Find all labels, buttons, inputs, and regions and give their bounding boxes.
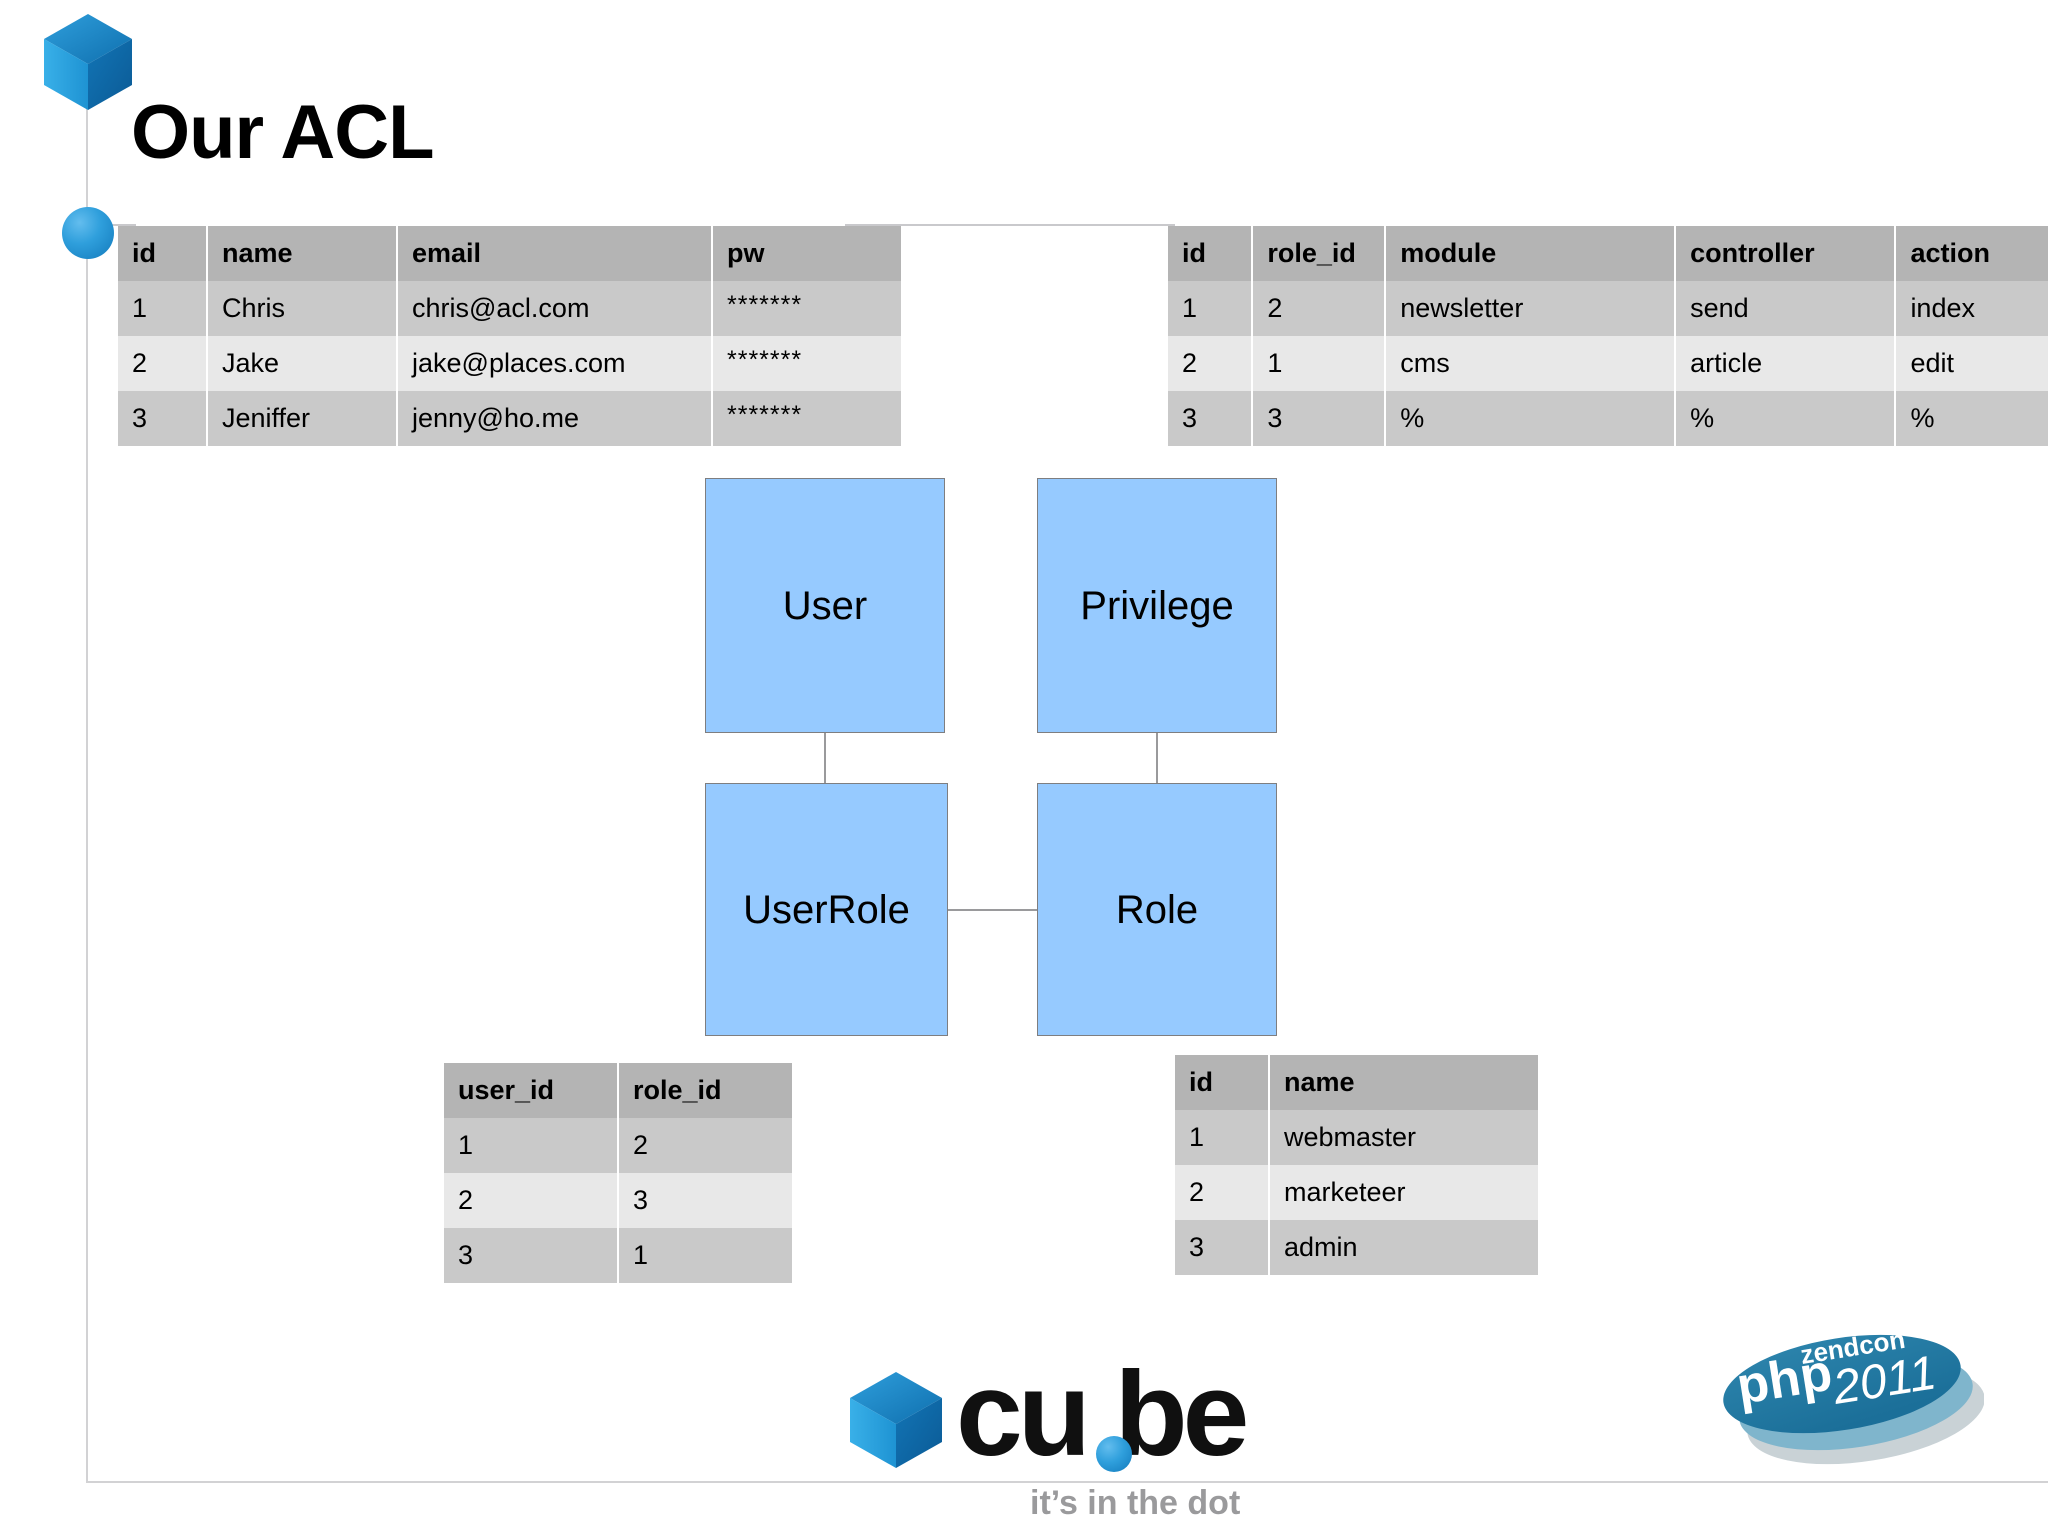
cell-id: 2 (118, 336, 208, 391)
table-row: 2 marketeer (1175, 1165, 1538, 1220)
cell-user-id: 3 (444, 1228, 619, 1283)
userrole-table: user_id role_id 1 2 2 3 3 1 (444, 1063, 792, 1283)
frame-vertical-line (86, 225, 88, 1483)
cell-controller: % (1675, 391, 1897, 446)
role-table: id name 1 webmaster 2 marketeer 3 admin (1175, 1055, 1538, 1275)
cube-3d-icon (848, 1370, 944, 1470)
cell-id: 1 (118, 281, 208, 336)
connector-privilege-role (1156, 733, 1158, 783)
table-row: 2 1 cms article edit (1168, 336, 2048, 391)
table-row: 1 2 newsletter send index (1168, 281, 2048, 336)
cell-id: 2 (1175, 1165, 1270, 1220)
column-header-id: id (1168, 226, 1254, 281)
cell-name: Chris (207, 281, 398, 336)
sphere-icon (62, 207, 114, 259)
column-header-name: name (207, 226, 398, 281)
cell-name: webmaster (1269, 1110, 1538, 1165)
cell-id: 1 (1168, 281, 1254, 336)
table-row: 2 Jake jake@places.com ******* (118, 336, 901, 391)
column-header-pw: pw (712, 226, 901, 281)
user-table: id name email pw 1 Chris chris@acl.com *… (118, 226, 901, 446)
column-header-module: module (1385, 226, 1677, 281)
cell-module: cms (1385, 336, 1677, 391)
cell-user-id: 2 (444, 1173, 619, 1228)
cell-id: 3 (1175, 1220, 1270, 1275)
table-header-row: id name (1175, 1055, 1538, 1110)
privilege-table: id role_id module controller action 1 2 … (1168, 226, 2048, 446)
cube-logo-tagline: it’s in the dot (1030, 1484, 1241, 1522)
cell-pw: ******* (712, 336, 901, 391)
entity-label-user: User (782, 583, 868, 628)
zendcon-php-2011-logo: zendcon php 2011 (1714, 1322, 1984, 1472)
cell-controller: article (1675, 336, 1897, 391)
entity-box-user[interactable]: User (705, 478, 945, 733)
cell-pw: ******* (712, 391, 901, 446)
cell-name: marketeer (1269, 1165, 1538, 1220)
cell-role-id: 2 (1252, 281, 1387, 336)
column-header-email: email (397, 226, 713, 281)
cell-action: index (1895, 281, 2048, 336)
cell-module: newsletter (1385, 281, 1677, 336)
cell-id: 2 (1168, 336, 1254, 391)
column-header-name: name (1269, 1055, 1538, 1110)
cell-email: jake@places.com (397, 336, 713, 391)
entity-label-privilege: Privilege (1080, 583, 1234, 628)
cell-email: jenny@ho.me (397, 391, 713, 446)
table-row: 3 3 % % % (1168, 391, 2048, 446)
column-header-user-id: user_id (444, 1063, 619, 1118)
page-title: Our ACL (131, 90, 435, 175)
column-header-controller: controller (1675, 226, 1897, 281)
cube-logo-dot-icon (1096, 1436, 1132, 1472)
cube-connector-line (86, 80, 88, 230)
cell-controller: send (1675, 281, 1897, 336)
table-row: 1 Chris chris@acl.com ******* (118, 281, 901, 336)
table-header-row: user_id role_id (444, 1063, 792, 1118)
column-header-role-id: role_id (1252, 226, 1387, 281)
table-row: 1 webmaster (1175, 1110, 1538, 1165)
column-header-action: action (1895, 226, 2048, 281)
cell-id: 1 (1175, 1110, 1270, 1165)
cell-role-id: 3 (1252, 391, 1387, 446)
column-header-id: id (118, 226, 208, 281)
cell-id: 3 (1168, 391, 1254, 446)
cell-name: Jake (207, 336, 398, 391)
entity-box-userrole[interactable]: UserRole (705, 783, 948, 1036)
connector-userrole-role (948, 909, 1037, 911)
table-header-row: id name email pw (118, 226, 901, 281)
column-header-id: id (1175, 1055, 1270, 1110)
entity-label-userrole: UserRole (743, 887, 910, 932)
cube-brand-logo: cu be it’s in the dot (848, 1354, 1308, 1522)
table-row: 3 admin (1175, 1220, 1538, 1275)
cell-role-id: 3 (618, 1173, 792, 1228)
cell-action: edit (1895, 336, 2048, 391)
cell-email: chris@acl.com (397, 281, 713, 336)
connector-user-userrole (824, 733, 826, 783)
table-row: 1 2 (444, 1118, 792, 1173)
cell-role-id: 1 (1252, 336, 1387, 391)
table-row: 3 Jeniffer jenny@ho.me ******* (118, 391, 901, 446)
cell-pw: ******* (712, 281, 901, 336)
cell-id: 3 (118, 391, 208, 446)
entity-box-privilege[interactable]: Privilege (1037, 478, 1277, 733)
cell-action: % (1895, 391, 2048, 446)
entity-label-role: Role (1115, 887, 1199, 932)
cell-name: Jeniffer (207, 391, 398, 446)
cell-role-id: 2 (618, 1118, 792, 1173)
cube-3d-icon (42, 12, 134, 112)
cell-user-id: 1 (444, 1118, 619, 1173)
column-header-role-id: role_id (618, 1063, 792, 1118)
cell-name: admin (1269, 1220, 1538, 1275)
entity-box-role[interactable]: Role (1037, 783, 1277, 1036)
table-row: 2 3 (444, 1173, 792, 1228)
cell-role-id: 1 (618, 1228, 792, 1283)
table-row: 3 1 (444, 1228, 792, 1283)
frame-bottom-line (86, 1481, 2048, 1483)
cell-module: % (1385, 391, 1677, 446)
frame-top-line (845, 224, 1175, 226)
table-header-row: id role_id module controller action (1168, 226, 2048, 281)
